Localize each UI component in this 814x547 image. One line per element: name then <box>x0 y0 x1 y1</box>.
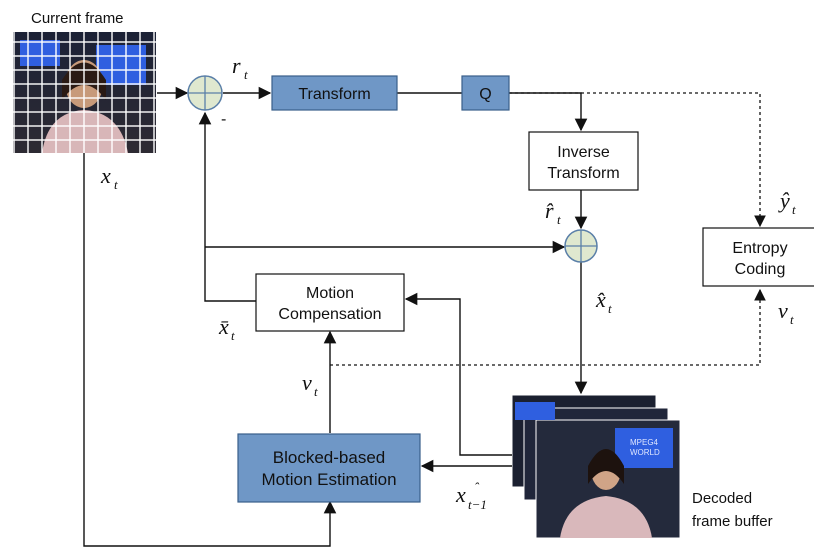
motion-compensation-label-2: Compensation <box>278 306 381 323</box>
symbol-r-t: r t <box>232 53 248 82</box>
svg-text:t: t <box>114 177 118 192</box>
entropy-coding-label-1: Entropy <box>732 240 787 257</box>
svg-text:t: t <box>314 384 318 399</box>
svg-text:t: t <box>608 301 612 316</box>
dashed-connections <box>330 92 766 366</box>
svg-text:t−1: t−1 <box>468 497 487 512</box>
symbol-v-t-motion: v t <box>302 370 318 399</box>
quantizer-label: Q <box>479 86 491 103</box>
summing-junction-1 <box>187 75 223 111</box>
motion-compensation-block: Motion Compensation <box>255 273 405 332</box>
svg-text:r: r <box>232 53 241 78</box>
symbol-r-hat-t: r̂ t <box>545 198 561 227</box>
mpeg4-overlay-text-2: WORLD <box>630 448 660 457</box>
current-frame-image <box>13 32 156 153</box>
motion-estimation-label-2: Motion Estimation <box>261 470 396 489</box>
svg-text:ˆ: ˆ <box>474 481 480 496</box>
svg-text:v: v <box>302 370 312 395</box>
svg-text:t: t <box>790 312 794 327</box>
motion-compensation-label-1: Motion <box>306 285 354 302</box>
inverse-transform-block: Inverse Transform <box>528 131 639 191</box>
symbol-v-t-entropy: v t <box>778 298 794 327</box>
current-frame-label: Current frame <box>31 10 124 27</box>
svg-text:x̄: x̄ <box>218 314 229 339</box>
inverse-transform-label-2: Transform <box>547 165 619 182</box>
svg-text:t: t <box>557 212 561 227</box>
minus-sign: - <box>221 111 226 128</box>
symbol-y-hat-t: ŷ t <box>778 188 796 217</box>
symbol-x-hat-t-minus-1: x ˆ t−1 <box>455 481 487 512</box>
decoded-buffer-label-2: frame buffer <box>692 513 773 530</box>
connections <box>83 86 588 547</box>
svg-text:x: x <box>455 482 466 507</box>
symbol-x-bar-t: x̄ t <box>218 314 235 343</box>
summing-junction-2 <box>564 229 598 263</box>
entropy-coding-label-2: Coding <box>735 261 786 278</box>
svg-text:t: t <box>231 328 235 343</box>
inverse-transform-label-1: Inverse <box>557 144 610 161</box>
quantizer-block: Q <box>461 75 510 111</box>
decoded-buffer-label-1: Decoded <box>692 490 752 507</box>
motion-estimation-block: Blocked-based Motion Estimation <box>237 433 421 503</box>
symbol-x-hat-t: x̂ t <box>595 287 612 316</box>
mpeg4-overlay-text-1: MPEG4 <box>630 438 659 447</box>
svg-text:v: v <box>778 298 788 323</box>
svg-text:r̂: r̂ <box>545 198 554 223</box>
motion-estimation-label-1: Blocked-based <box>273 448 385 467</box>
svg-text:ŷ: ŷ <box>778 188 790 213</box>
svg-text:x̂: x̂ <box>595 287 606 312</box>
decoded-frame-buffer-image: MPEG4 WORLD <box>511 394 681 539</box>
svg-text:t: t <box>792 202 796 217</box>
transform-label: Transform <box>298 86 370 103</box>
svg-text:t: t <box>244 67 248 82</box>
transform-block: Transform <box>271 75 398 111</box>
entropy-coding-block: Entropy Coding <box>702 227 814 287</box>
symbol-x-t: x t <box>100 163 118 192</box>
svg-text:x: x <box>100 163 111 188</box>
